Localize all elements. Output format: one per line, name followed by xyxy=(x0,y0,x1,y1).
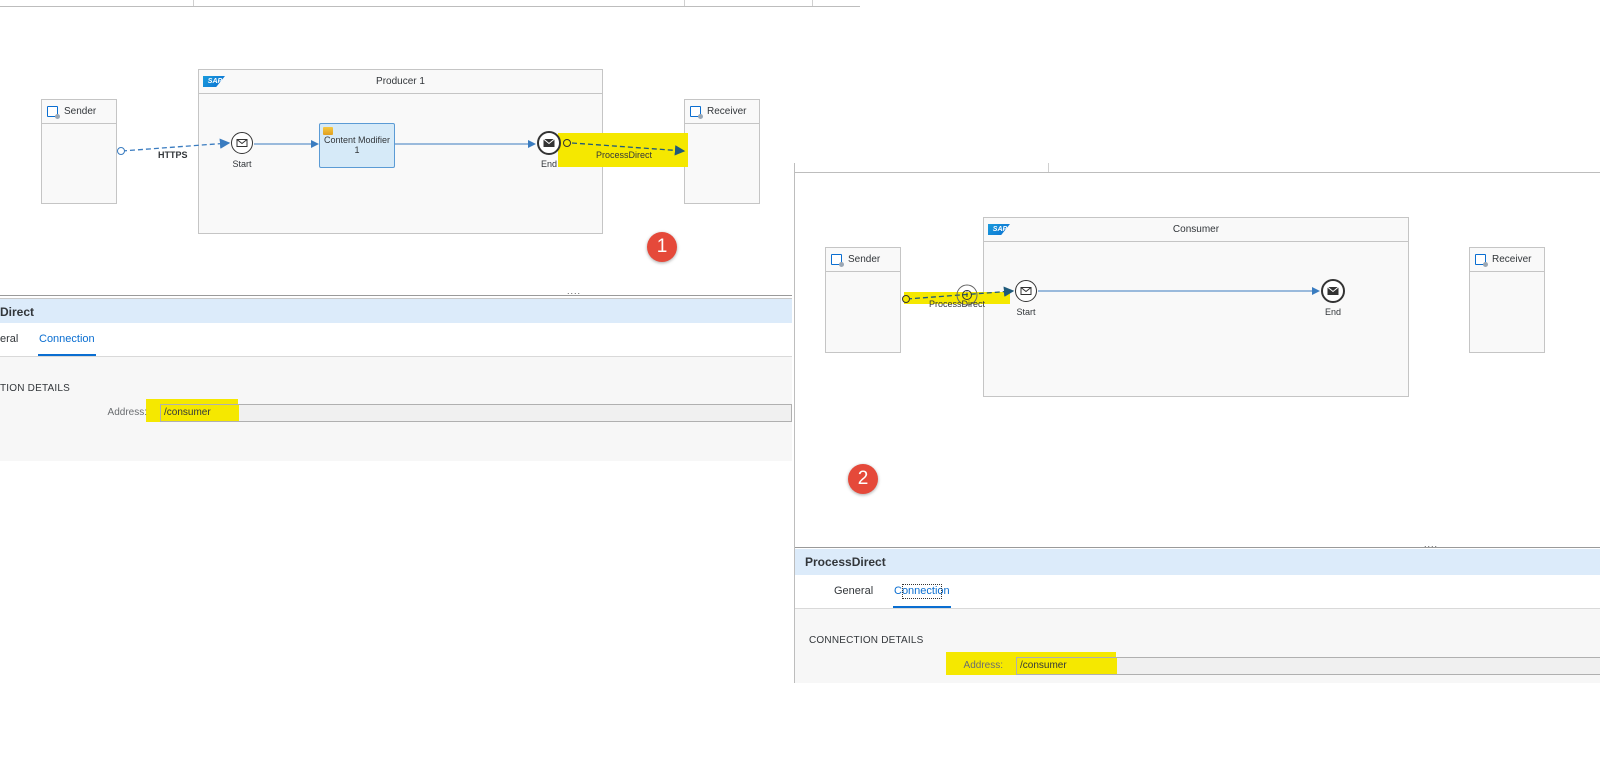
participant-icon xyxy=(690,106,703,119)
pool-title: Consumer xyxy=(1172,224,1220,235)
envelope-icon xyxy=(1327,287,1339,295)
sender-label: Sender xyxy=(848,254,881,265)
info-icon: i xyxy=(962,290,972,300)
processdirect-adapter-label: ProcessDirect xyxy=(596,150,653,160)
content-modifier-icon xyxy=(323,127,333,135)
section-title: CONNECTION DETAILS xyxy=(809,635,924,646)
highlight-outbound-channel xyxy=(558,133,688,167)
splitter-handle[interactable]: .... xyxy=(1424,539,1439,549)
pool-title: Producer 1 xyxy=(376,76,425,87)
address-label: Address: xyxy=(963,660,1003,671)
participant-icon xyxy=(1475,254,1488,267)
section-title: TION DETAILS xyxy=(0,383,71,394)
envelope-icon xyxy=(236,139,248,147)
start-event-label: Start xyxy=(232,159,252,169)
message-flow-origin xyxy=(117,147,125,155)
properties-tabs: General Connection xyxy=(795,575,1600,609)
splitter-handle[interactable]: .... xyxy=(567,286,582,296)
toolbar-divider xyxy=(193,0,194,6)
properties-body: TION DETAILS Address: /consumer xyxy=(0,357,792,461)
start-event-label: Start xyxy=(1016,307,1036,317)
producer-screenshot: Sender SAP Producer 1 Receiver HTTPS Pro… xyxy=(0,0,860,470)
tab-general[interactable]: General xyxy=(834,585,874,597)
toolbar-bottom-border xyxy=(0,6,860,7)
receiver-participant[interactable]: Receiver xyxy=(1469,247,1545,353)
content-modifier-step[interactable]: Content Modifier 1 xyxy=(319,123,395,168)
producer-message-flows xyxy=(117,138,686,156)
start-event[interactable] xyxy=(1015,280,1037,302)
address-label: Address: xyxy=(107,407,147,418)
envelope-icon xyxy=(543,139,555,147)
participant-icon xyxy=(47,106,60,119)
step-label-line2: 1 xyxy=(354,145,360,155)
properties-body: CONNECTION DETAILS Address: /consumer xyxy=(795,609,1600,683)
properties-title: Direct xyxy=(0,305,35,319)
sender-participant[interactable]: Sender xyxy=(41,99,117,204)
integration-process-pool[interactable]: SAP Producer 1 xyxy=(198,69,603,234)
end-event-label: End xyxy=(540,159,557,169)
address-input[interactable]: /consumer xyxy=(1016,657,1600,675)
processdirect-message-flow[interactable] xyxy=(571,142,686,156)
toolbar-divider xyxy=(1048,163,1049,172)
step-number-badge: 1 xyxy=(647,232,677,262)
end-event-label: End xyxy=(1324,307,1341,317)
sender-header: Sender xyxy=(826,248,900,272)
toolbar-divider xyxy=(684,0,685,6)
consumer-screenshot: Sender SAP Consumer Receiver i ProcessDi… xyxy=(794,163,1600,683)
receiver-header: Receiver xyxy=(685,100,759,124)
sender-participant[interactable]: Sender xyxy=(825,247,901,353)
adapter-info-marker[interactable] xyxy=(956,284,978,306)
properties-header: Direct xyxy=(0,299,792,325)
splitter-line[interactable] xyxy=(0,295,792,296)
processdirect-adapter-label: ProcessDirect xyxy=(929,299,986,309)
processdirect-message-flow[interactable] xyxy=(906,286,1015,300)
sender-label: Sender xyxy=(64,106,97,117)
receiver-label: Receiver xyxy=(1492,254,1532,265)
properties-tabs: eral Connection xyxy=(0,323,792,357)
tab-connection[interactable]: Connection xyxy=(38,323,96,356)
https-adapter-label: HTTPS xyxy=(158,150,188,160)
splitter-line[interactable] xyxy=(795,547,1600,548)
participant-icon xyxy=(831,254,844,267)
start-event[interactable] xyxy=(231,132,253,154)
splitter-line xyxy=(0,298,792,299)
sap-logo-icon: SAP xyxy=(203,76,225,87)
receiver-label: Receiver xyxy=(707,106,747,117)
properties-title: ProcessDirect xyxy=(805,555,886,569)
pool-header: SAP Producer 1 xyxy=(199,70,602,94)
tab-general[interactable]: eral xyxy=(0,333,19,345)
message-flow-origin xyxy=(563,139,571,147)
consumer-message-flows xyxy=(902,284,1320,306)
sap-logo-icon: SAP xyxy=(988,224,1010,235)
step-number-badge: 2 xyxy=(848,464,878,494)
properties-header: ProcessDirect xyxy=(795,549,1600,575)
toolbar-divider xyxy=(812,0,813,6)
message-flow-origin xyxy=(902,295,910,303)
tab-connection[interactable]: Connection xyxy=(893,575,951,608)
envelope-icon xyxy=(1020,287,1032,295)
receiver-header: Receiver xyxy=(1470,248,1544,272)
step-label-line1: Content Modifier xyxy=(323,135,391,145)
https-message-flow[interactable] xyxy=(121,138,231,152)
end-event[interactable] xyxy=(1321,279,1345,303)
address-input[interactable]: /consumer xyxy=(160,404,792,422)
pool-header: SAP Consumer xyxy=(984,218,1408,242)
toolbar-bottom-border xyxy=(795,172,1600,173)
end-event[interactable] xyxy=(537,131,561,155)
sender-header: Sender xyxy=(42,100,116,124)
integration-process-pool[interactable]: SAP Consumer xyxy=(983,217,1409,397)
